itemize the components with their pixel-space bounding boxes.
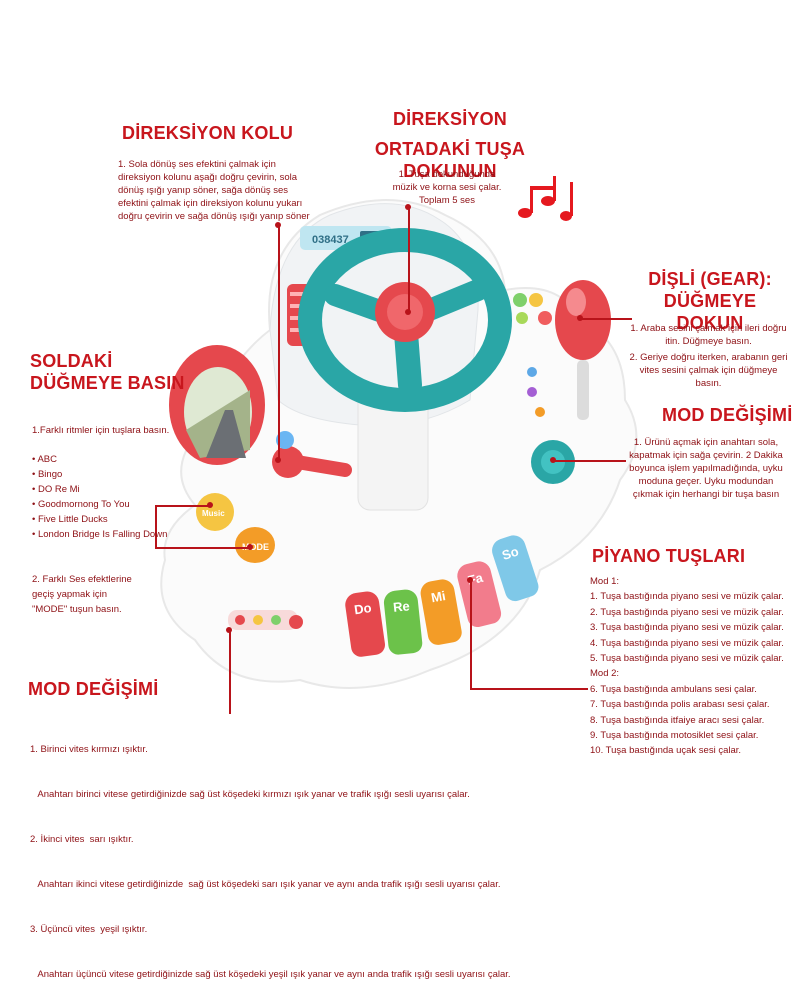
piano-key-mi[interactable]: Mi	[418, 577, 464, 647]
mod-bottom-list: 1. Birinci vites kırmızı ışıktır. Anahta…	[30, 712, 511, 997]
gear-shift[interactable]	[555, 280, 611, 420]
piano-key-do[interactable]: Do	[343, 589, 387, 659]
mod-right-title: MOD DEĞİŞİMİ	[662, 405, 793, 425]
mod-right-text: 1. Ürünü açmak için anahtarı sola, kapat…	[629, 437, 783, 500]
soldaki-intro: 1.Farklı ritmler için tuşlara basın.	[32, 425, 170, 436]
piyano-line: 7. Tuşa bastığında polis arabası sesi ça…	[590, 699, 770, 711]
song-item: • Bingo	[32, 469, 63, 480]
song-list: • ABC • Bingo • DO Re Mi • Goodmornong T…	[32, 452, 167, 542]
piyano-title: PİYANO TUŞLARI	[592, 546, 746, 566]
piyano-list: Mod 1: 1. Tuşa bastığında piyano sesi ve…	[590, 574, 784, 759]
svg-text:Music: Music	[202, 509, 225, 518]
direksiyon-kolu-text: 1. Sola dönüş ses efektini çalmak için d…	[118, 159, 310, 222]
direksiyon-kolu-title: DİREKSİYON KOLU	[122, 123, 294, 143]
disli-title-line1: DİŞLİ (GEAR):	[648, 269, 772, 289]
mod-bottom-line: 3. Üçüncü vites yeşil ışıktır.	[30, 924, 148, 935]
disli-item-2: 2. Geriye doğru iterken, arabanın geri v…	[629, 352, 788, 389]
mod-bottom-line: Anahtarı ikinci vitese getirdiğinizde sa…	[30, 879, 501, 890]
music-notes-decoration	[518, 176, 573, 221]
piyano-line: Mod 2:	[590, 668, 620, 680]
piyano-line: Mod 1:	[590, 576, 620, 587]
soldaki-title-line1: SOLDAKİ	[30, 351, 113, 371]
direksiyon-orta-title-line1: DİREKSİYON	[392, 109, 508, 129]
piano-key-fa[interactable]: Fa	[454, 558, 504, 630]
direksiyon-orta-title: DİREKSİYON ORTADAKİ TUŞA DOKUNUN	[340, 108, 560, 182]
mod-bottom-line: 1. Birinci vites kırmızı ışıktır.	[30, 744, 148, 755]
svg-text:038437: 038437	[312, 234, 349, 246]
disli-text: 1. Araba sesini çalmak için ileri doğru …	[626, 322, 791, 390]
turn-signal-lever[interactable]	[272, 431, 352, 478]
song-item: • Five Little Ducks	[32, 514, 108, 525]
song-item: • Goodmornong To You	[32, 499, 130, 510]
song-item: • DO Re Mi	[32, 484, 80, 495]
music-button[interactable]: Music	[196, 493, 234, 531]
disli-title: DİŞLİ (GEAR): DÜĞMEYE DOKUN	[630, 268, 790, 334]
direksiyon-orta-text: 1. Tuşa dokunduğunda müzik ve korna sesi…	[392, 169, 502, 206]
traffic-lights	[513, 293, 552, 325]
mod-bottom-line: Anahtarı birinci vitese getirdiğinizde s…	[30, 789, 470, 800]
gear-slot	[228, 610, 303, 630]
direksiyon-orta-title-line2: ORTADAKİ TUŞA DOKUNUN	[374, 139, 526, 181]
piyano-line: 6. Tuşa bastığında ambulans sesi çalar.	[590, 683, 757, 695]
piano-key-so[interactable]: So	[488, 532, 542, 604]
mod-bottom-line: Anahtarı üçüncü vitese getirdiğinizde sa…	[30, 969, 511, 980]
piyano-line: 8. Tuşa bastığında itfaiye aracı sesi ça…	[590, 714, 765, 726]
song-item: • ABC	[32, 454, 57, 465]
piyano-line: 2. Tuşa bastığında piyano sesi ve müzik …	[590, 606, 784, 618]
mode-button[interactable]: MODE	[235, 527, 275, 563]
piyano-line: 5. Tuşa bastığında piyano sesi ve müzik …	[590, 653, 784, 665]
rear-view-mirror	[169, 345, 265, 465]
piyano-line: 1. Tuşa bastığında piyano sesi ve müzik …	[590, 591, 784, 603]
mod-bottom-title: MOD DEĞİŞİMİ	[28, 679, 159, 699]
disli-item-1: 1. Araba sesini çalmak için ileri doğru …	[630, 323, 787, 347]
soldaki-title-line2: DÜĞMEYE BASIN	[30, 373, 185, 393]
piyano-line: 3. Tuşa bastığında piyano sesi ve müzik …	[590, 622, 784, 634]
song-item: • London Bridge Is Falling Down	[32, 529, 168, 540]
piyano-line: 9. Tuşa bastığında motosiklet sesi çalar…	[590, 730, 759, 742]
disli-title-line2: DÜĞMEYE DOKUN	[663, 291, 757, 333]
piano-key-re[interactable]: Re	[382, 588, 424, 656]
soldaki-mode-text: 2. Farklı Ses efektlerine geçiş yapmak i…	[32, 574, 132, 615]
piyano-line: 10. Tuşa bastığında uçak sesi çalar.	[590, 745, 742, 757]
piyano-line: 4. Tuşa bastığında piyano sesi ve müzik …	[590, 637, 784, 649]
soldaki-title: SOLDAKİ DÜĞMEYE BASIN	[30, 350, 185, 394]
mod-bottom-line: 2. İkinci vites sarı ışıktır.	[30, 834, 134, 845]
svg-text:MODE: MODE	[242, 542, 269, 552]
